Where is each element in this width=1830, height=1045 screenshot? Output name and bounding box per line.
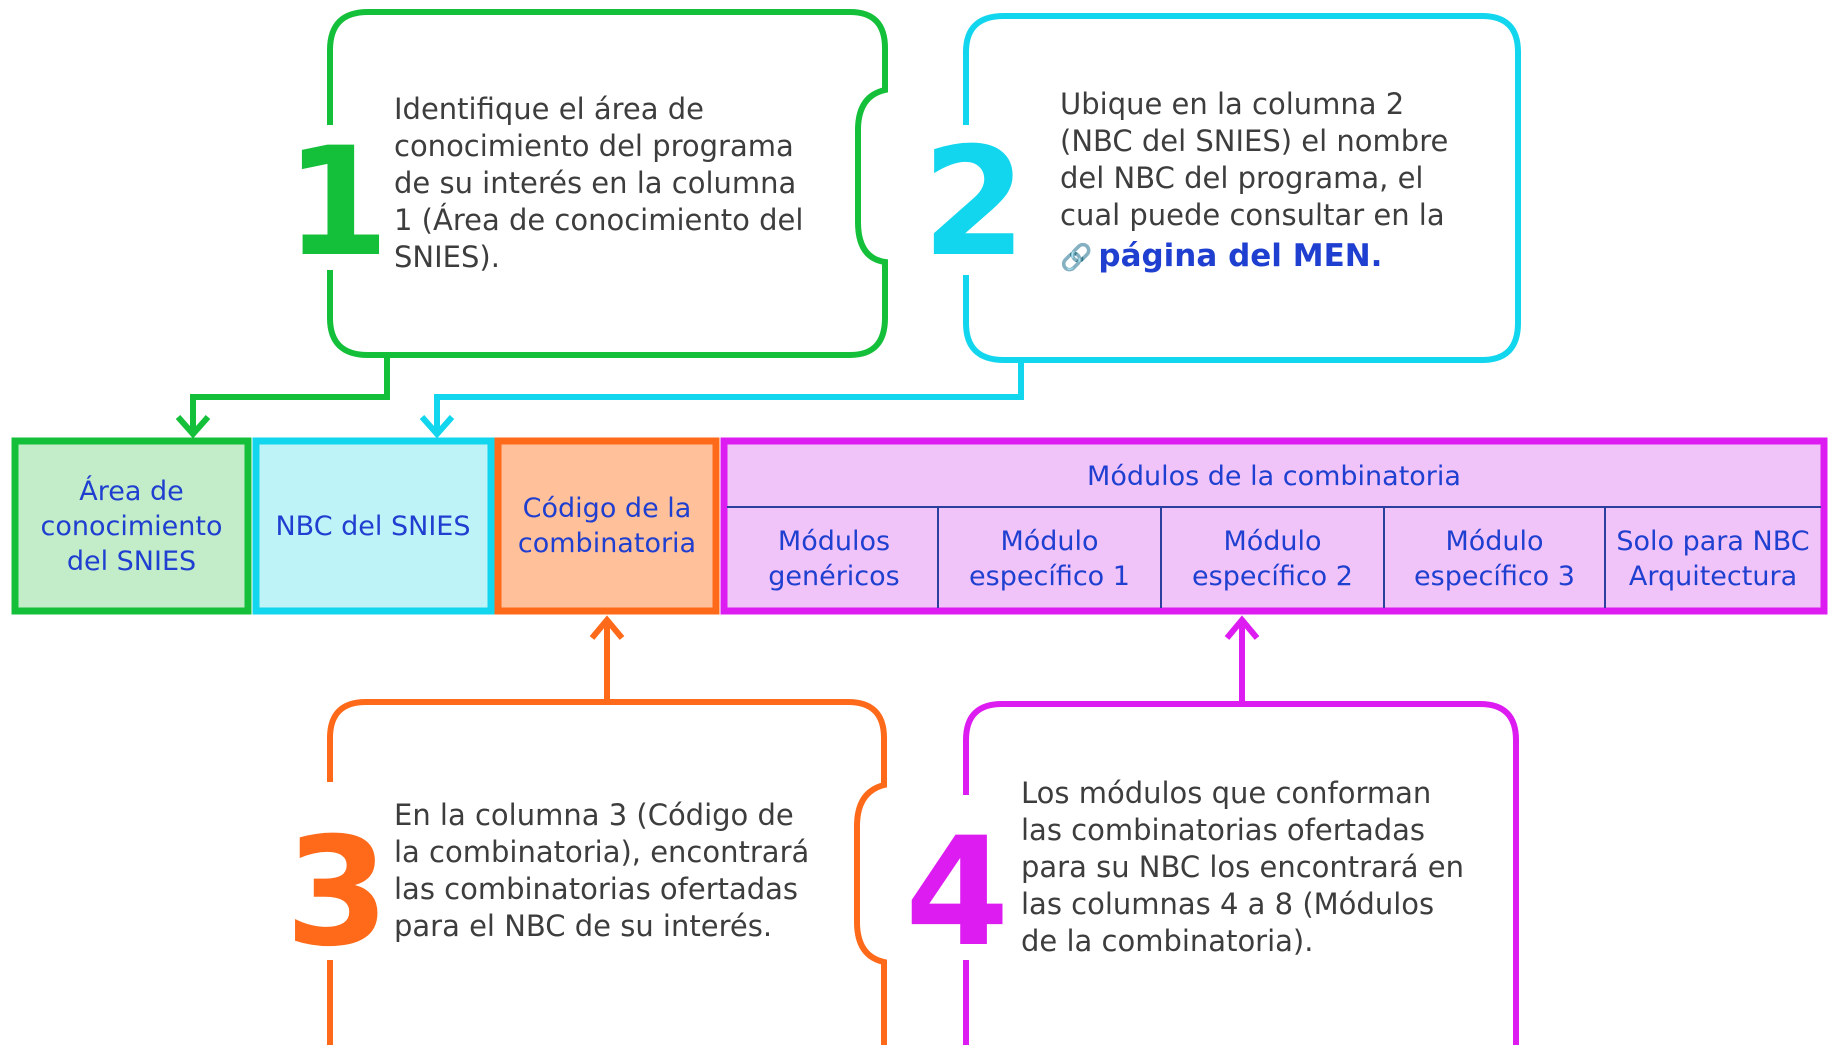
col-1-cell xyxy=(11,437,252,615)
step-3-text: En la columna 3 (Código de la combinator… xyxy=(394,798,810,943)
step-4-text: Los módulos que conforman las combinator… xyxy=(1021,776,1464,958)
col-3-label: Código de la combinatoria xyxy=(517,493,697,559)
module-group-label: Módulos de la combinatoria xyxy=(1087,460,1461,492)
module-arquitectura-label: Solo para NBC Arquitectura xyxy=(1616,525,1810,592)
module-specific-1-label: Módulo específico 1 xyxy=(969,525,1130,592)
men-page-link-label: página del MEN. xyxy=(1098,238,1383,274)
module-specific-3-label: Módulo específico 3 xyxy=(1414,525,1575,592)
step-2-text: Ubique en la columna 2 (NBC del SNIES) e… xyxy=(1060,87,1449,232)
link-icon: 🔗 xyxy=(1060,243,1093,273)
step-4-number: 4 xyxy=(905,806,1010,980)
step-2-block: Ubique en la columna 2 (NBC del SNIES) e… xyxy=(1060,86,1480,277)
module-generic-label: Módulos genéricos xyxy=(768,525,900,592)
col-2-cell xyxy=(252,437,495,615)
step-3-box xyxy=(327,699,887,1045)
col-2-label: NBC del SNIES xyxy=(275,510,471,542)
men-page-link[interactable]: 🔗página del MEN. xyxy=(1060,238,1382,277)
step-3-number: 3 xyxy=(285,806,390,980)
module-specific-2-label: Módulo específico 2 xyxy=(1192,525,1353,592)
step-2-box xyxy=(963,13,1521,363)
step-1-box xyxy=(327,9,888,358)
connector-1 xyxy=(190,355,390,432)
step-1-number: 1 xyxy=(285,116,390,290)
col-3-cell xyxy=(494,437,720,615)
module-group-cell xyxy=(720,437,1828,615)
step-2-number: 2 xyxy=(922,116,1027,290)
step-1-text: Identifique el área de conocimiento del … xyxy=(394,92,804,274)
connector-2 xyxy=(434,360,1024,432)
col-1-label: Área de conocimiento del SNIES xyxy=(40,475,223,577)
